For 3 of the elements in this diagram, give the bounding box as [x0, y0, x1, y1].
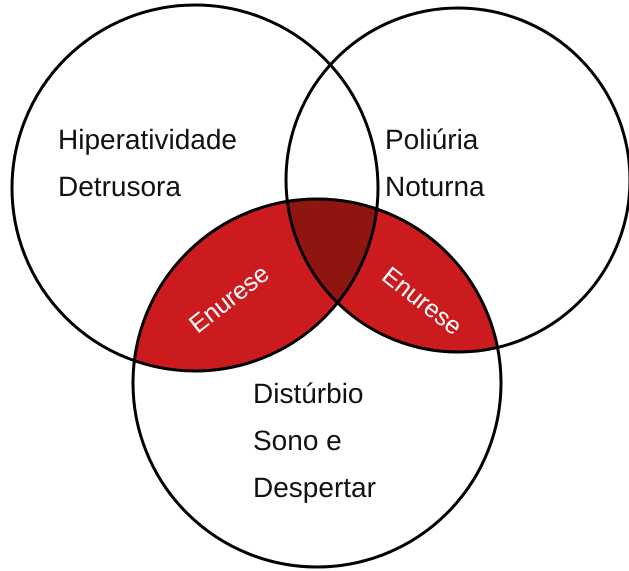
circle-label: Poliúria Noturna [385, 123, 486, 204]
circle-label: Hiperatividade Detrusora [58, 123, 238, 204]
circle-label: Distúrbio Sono e Despertar [253, 377, 377, 505]
